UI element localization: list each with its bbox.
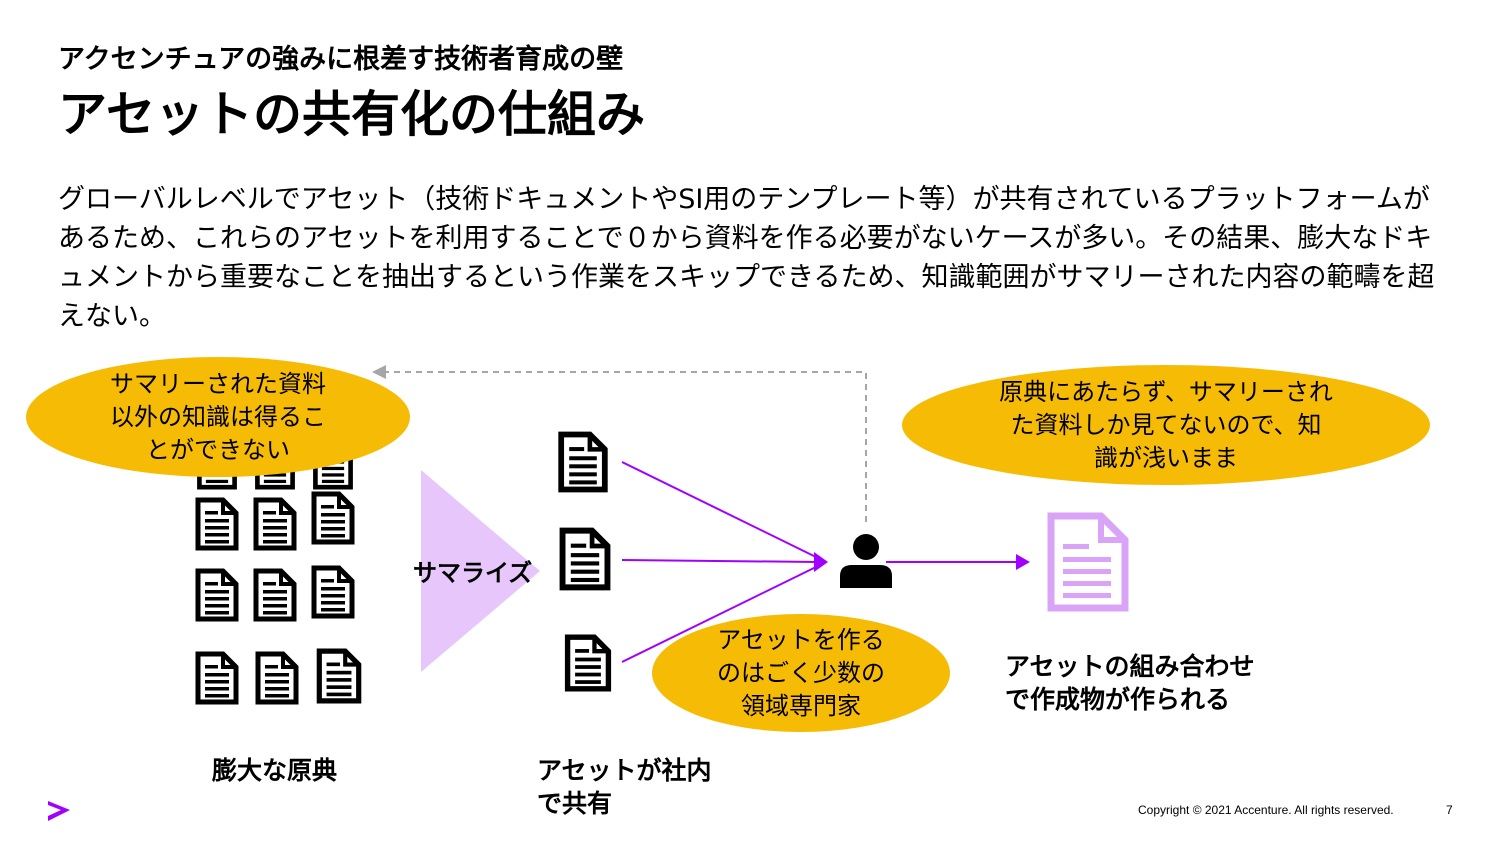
document-icon xyxy=(194,568,240,622)
bubble-asset-creators: アセットを作る のはごく少数の 領域専門家 xyxy=(652,614,950,732)
person-icon xyxy=(840,534,892,588)
document-icon xyxy=(310,491,356,545)
document-icon xyxy=(194,497,240,551)
asset-document-icon xyxy=(557,431,609,493)
bubble-shallow-knowledge: 原典にあたらず、サマリーされ た資料しか見てないので、知 識が浅いまま xyxy=(902,365,1430,485)
asset-document-icon xyxy=(559,527,611,591)
document-icon xyxy=(194,651,240,705)
feedback-dashed-line xyxy=(384,371,867,522)
document-icon xyxy=(252,568,298,622)
label-originals: 膨大な原典 xyxy=(212,756,338,785)
arrowhead-output xyxy=(1016,554,1030,570)
output-document-icon xyxy=(1047,512,1129,612)
asset-to-person-arrows xyxy=(621,461,819,663)
summarize-triangle xyxy=(421,470,540,672)
slide-title: アセットの共有化の仕組み xyxy=(58,86,646,143)
label-output: アセットの組み合わせ で作成物が作られる xyxy=(1005,652,1255,714)
copyright-text: Copyright © 2021 Accenture. All rights r… xyxy=(1138,803,1394,817)
document-icon xyxy=(254,651,300,705)
feedback-arrowhead xyxy=(372,365,386,379)
arrowhead-person xyxy=(814,552,828,572)
page-number: 7 xyxy=(1446,803,1453,817)
slide-subtitle: アクセンチュアの強みに根差す技術者育成の壁 xyxy=(58,44,624,75)
body-paragraph: グローバルレベルでアセット（技術ドキュメントやSI用のテンプレート等）が共有され… xyxy=(58,184,1435,332)
document-icon xyxy=(252,497,298,551)
document-icon xyxy=(310,565,356,619)
asset-document-icon xyxy=(564,634,612,692)
bubble-limited-knowledge: サマリーされた資料 以外の知識は得るこ とができない xyxy=(26,357,410,477)
summarize-label: サマライズ xyxy=(413,559,533,587)
accenture-chevron-icon xyxy=(48,801,70,821)
label-shared-assets: アセットが社内 で共有 xyxy=(537,756,712,818)
document-icon xyxy=(316,648,362,704)
